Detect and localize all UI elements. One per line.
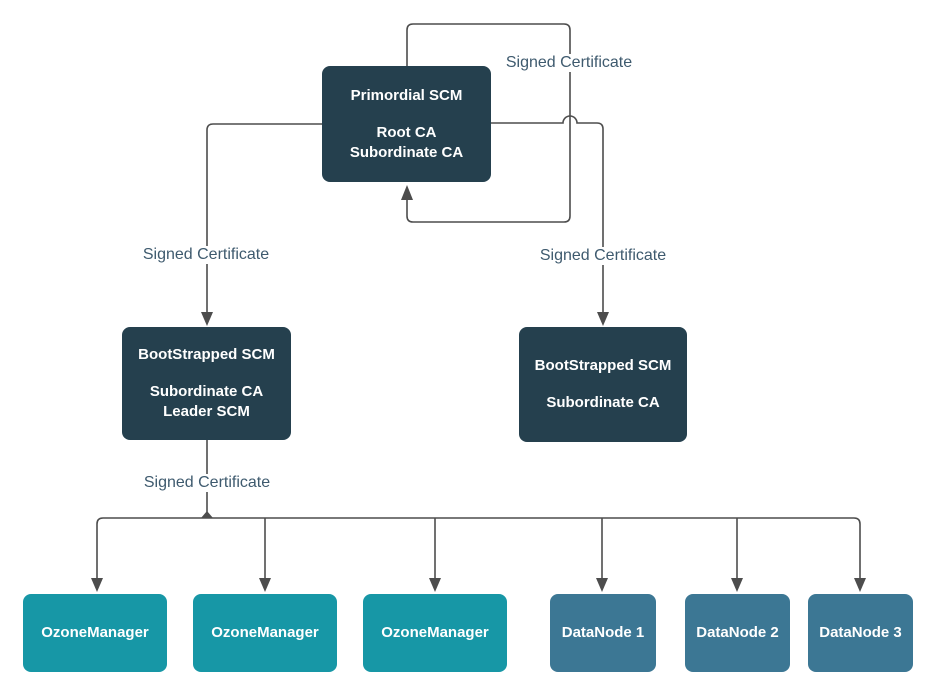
datanode-1-label: DataNode 1 bbox=[561, 624, 645, 641]
arrowhead-self-loop bbox=[401, 185, 413, 200]
arrowhead-om1 bbox=[91, 578, 103, 592]
bootstrapped-leader-role-subordinate-ca: Subordinate CA bbox=[149, 383, 264, 400]
node-ozone-manager-2: OzoneManager bbox=[193, 594, 337, 672]
datanode-2-label: DataNode 2 bbox=[696, 624, 779, 641]
node-bootstrapped-scm-follower: BootStrapped SCM Subordinate CA bbox=[519, 327, 687, 442]
bootstrapped-follower-role-subordinate-ca: Subordinate CA bbox=[546, 394, 660, 411]
node-datanode-3: DataNode 3 bbox=[808, 594, 913, 672]
datanode-3-label: DataNode 3 bbox=[819, 624, 902, 641]
node-datanode-1: DataNode 1 bbox=[550, 594, 656, 672]
arrowhead-om3 bbox=[429, 578, 441, 592]
edge-to-bootstrapped-leader bbox=[206, 123, 322, 312]
node-bootstrapped-scm-leader: BootStrapped SCM Subordinate CA Leader S… bbox=[122, 327, 291, 440]
arrowhead-om2 bbox=[259, 578, 271, 592]
bootstrapped-follower-title: BootStrapped SCM bbox=[534, 357, 672, 374]
edge-to-bootstrapped-follower bbox=[491, 115, 604, 312]
edge-workers-bus bbox=[96, 517, 861, 580]
node-datanode-2: DataNode 2 bbox=[685, 594, 790, 672]
edge-label-to-workers: Signed Certificate bbox=[140, 474, 274, 492]
node-primordial-scm: Primordial SCM Root CA Subordinate CA bbox=[322, 66, 491, 182]
edge-self-loop bbox=[406, 23, 571, 223]
node-ozone-manager-1: OzoneManager bbox=[23, 594, 167, 672]
edge-label-to-leader: Signed Certificate bbox=[139, 246, 273, 264]
ozone-manager-3-label: OzoneManager bbox=[381, 624, 489, 641]
edge-label-self-loop: Signed Certificate bbox=[502, 54, 636, 72]
primordial-scm-role-root-ca: Root CA bbox=[376, 123, 437, 141]
edge-label-to-follower: Signed Certificate bbox=[536, 247, 670, 265]
primordial-scm-title: Primordial SCM bbox=[350, 86, 463, 104]
arrowhead-dn3 bbox=[854, 578, 866, 592]
bootstrapped-leader-role-leader-scm: Leader SCM bbox=[163, 403, 250, 420]
node-ozone-manager-3: OzoneManager bbox=[363, 594, 507, 672]
bootstrapped-leader-title: BootStrapped SCM bbox=[138, 346, 275, 363]
arrowhead-to-leader bbox=[201, 312, 213, 326]
ozone-manager-1-label: OzoneManager bbox=[41, 624, 149, 641]
arrowhead-dn2 bbox=[731, 578, 743, 592]
arrowhead-dn1 bbox=[596, 578, 608, 592]
arrowhead-to-follower bbox=[597, 312, 609, 326]
ozone-manager-2-label: OzoneManager bbox=[211, 624, 319, 641]
bus-junction-flare bbox=[201, 511, 213, 518]
primordial-scm-role-subordinate-ca: Subordinate CA bbox=[349, 143, 464, 161]
